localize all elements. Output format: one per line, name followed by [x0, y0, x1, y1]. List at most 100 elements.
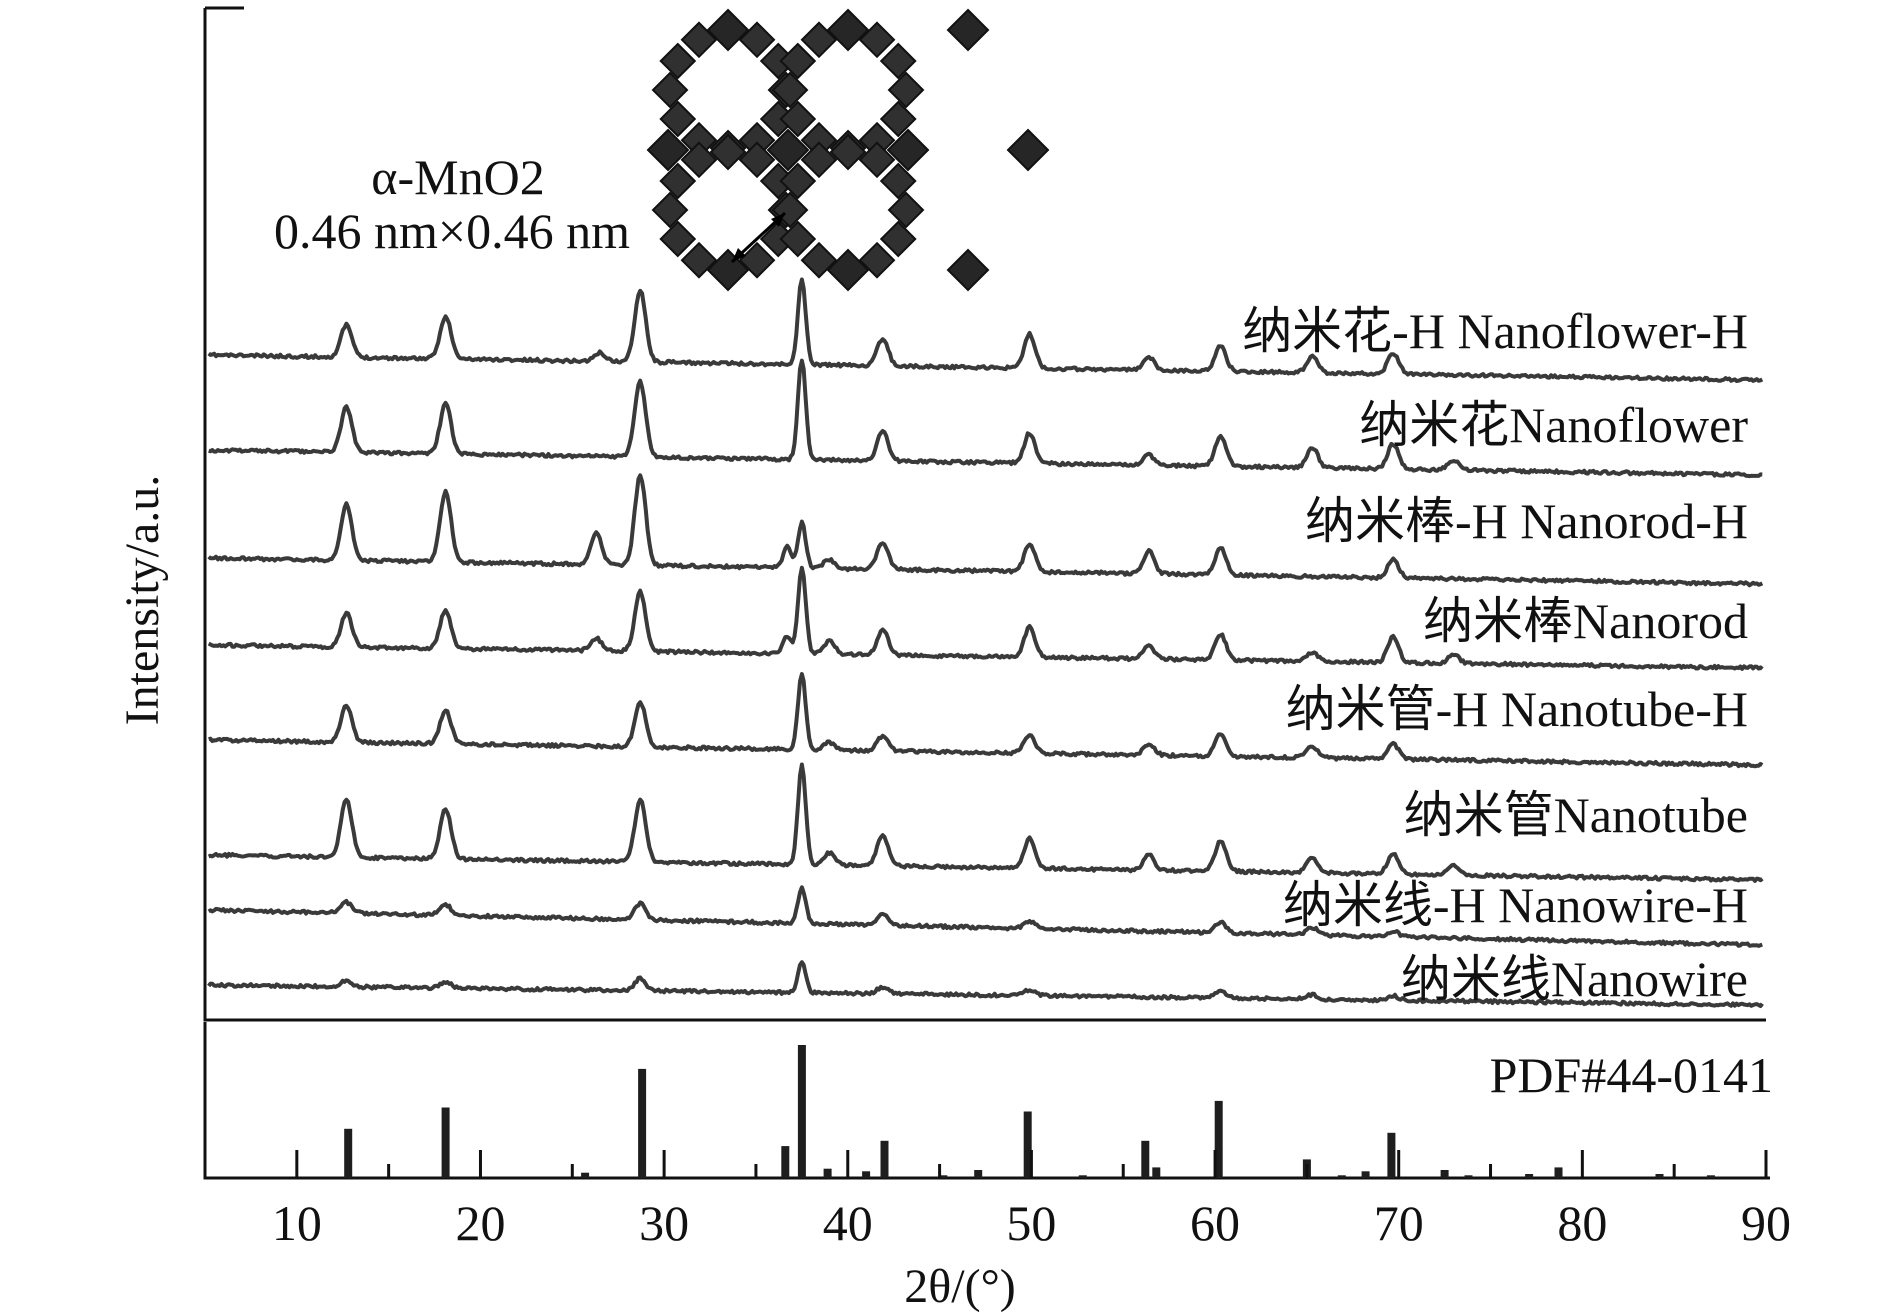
lattice-octahedron: [706, 248, 750, 292]
main-panel-frame: [203, 6, 1766, 1022]
reference-peak: [1361, 1171, 1370, 1178]
reference-peak: [939, 1175, 948, 1178]
y-axis-label: Intensity/a.u.: [116, 475, 169, 726]
xrd-trace-7: [207, 960, 1764, 1009]
reference-peak: [781, 1146, 790, 1178]
lattice-octahedron: [706, 8, 750, 52]
lattice-octahedron: [800, 21, 838, 59]
lattice-octahedron: [886, 128, 930, 172]
reference-peak: [1655, 1174, 1664, 1178]
reference-peak: [797, 1045, 806, 1178]
lattice-octahedron: [709, 133, 747, 171]
lattice-octahedron: [680, 21, 718, 59]
inset-structure: α-MnO2 0.46 nm×0.46 nm: [274, 8, 1050, 292]
x-tick-label: 30: [639, 1195, 689, 1251]
lattice-octahedron: [879, 162, 917, 200]
lattice-octahedron: [738, 241, 776, 279]
reference-peak: [974, 1170, 983, 1178]
lattice-octahedron: [680, 241, 718, 279]
x-tick-label: 10: [272, 1195, 322, 1251]
lattice-octahedron: [887, 191, 925, 229]
xrd-trace-6: [207, 885, 1763, 948]
reference-peak: [1214, 1100, 1223, 1178]
reference-peak: [1387, 1132, 1396, 1178]
lattice-octahedron: [1006, 128, 1050, 172]
lattice-octahedron: [771, 71, 809, 109]
xrd-trace-1: [208, 358, 1763, 479]
xrd-trace-5: [207, 762, 1764, 883]
reference-peaks: [344, 1045, 1715, 1178]
xrd-traces: [207, 277, 1764, 1009]
lattice-octahedron: [766, 128, 810, 172]
series-label-nanotube: 纳米管Nanotube: [1404, 787, 1748, 843]
x-tick-label: 60: [1190, 1195, 1240, 1251]
x-axis-ticks: [295, 1150, 1768, 1178]
lattice-octahedron: [887, 71, 925, 109]
reference-peak: [1440, 1170, 1449, 1178]
reference-peak: [1141, 1140, 1150, 1178]
reference-peak: [1525, 1174, 1534, 1178]
lattice-octahedron: [779, 100, 817, 138]
lattice-octahedron: [659, 42, 697, 80]
lattice-octahedron: [651, 71, 689, 109]
x-axis-label: 2θ/(°): [904, 1260, 1016, 1313]
lattice-octahedron: [659, 220, 697, 258]
series-label-nanoflower: 纳米花Nanoflower: [1359, 397, 1748, 453]
series-label-nanorod: 纳米棒Nanorod: [1423, 593, 1748, 649]
lattice-octahedron: [779, 162, 817, 200]
lattice-tunnel: [698, 60, 758, 120]
reference-peak: [638, 1068, 647, 1178]
lattice-octahedron: [879, 42, 917, 80]
lattice-octahedron: [946, 248, 990, 292]
lattice-octahedron: [829, 133, 867, 171]
series-label-nanotube-h: 纳米管-H Nanotube-H: [1286, 681, 1748, 737]
lattice-octahedron: [779, 42, 817, 80]
lattice-octahedron: [946, 8, 990, 52]
lattice-octahedron: [858, 21, 896, 59]
lattice-tunnel: [818, 180, 878, 240]
xrd-trace-2: [207, 473, 1764, 588]
reference-peak: [1464, 1175, 1473, 1178]
reference-label: PDF#44-0141: [1490, 1047, 1773, 1103]
lattice-octahedron: [738, 21, 776, 59]
inset-title: α-MnO2: [371, 149, 544, 205]
lattice-octahedron: [646, 128, 690, 172]
series-label-nanorod-h: 纳米棒-H Nanorod-H: [1305, 493, 1748, 549]
reference-peak: [1023, 1111, 1032, 1178]
lattice-octahedron: [659, 162, 697, 200]
alpha-mno2-lattice-icon: [646, 8, 1050, 292]
x-tick-label: 50: [1006, 1195, 1056, 1251]
lattice-octahedron: [800, 141, 838, 179]
series-label-nanowire-h: 纳米线-H Nanowire-H: [1283, 877, 1748, 933]
xrd-trace-4: [208, 672, 1764, 769]
xrd-trace-0: [207, 277, 1764, 383]
reference-peak: [862, 1171, 871, 1178]
reference-peak: [823, 1168, 832, 1178]
series-label-nanoflower-h: 纳米花-H Nanoflower-H: [1242, 303, 1748, 359]
tunnel-size-arrow-icon: [730, 211, 787, 264]
lattice-octahedron: [659, 100, 697, 138]
lattice-tunnel: [818, 60, 878, 120]
lattice-octahedron: [879, 220, 917, 258]
lattice-tunnel: [698, 180, 758, 240]
lattice-octahedron: [680, 141, 718, 179]
reference-peak: [1152, 1167, 1161, 1178]
x-tick-label: 40: [823, 1195, 873, 1251]
series-label-nanowire: 纳米线Nanowire: [1401, 951, 1748, 1007]
reference-peak: [1337, 1175, 1346, 1178]
reference-peak: [1706, 1175, 1715, 1178]
lattice-octahedron: [826, 8, 870, 52]
x-tick-label: 80: [1557, 1195, 1607, 1251]
reference-panel-frame: [203, 1022, 1770, 1180]
lattice-octahedron: [651, 191, 689, 229]
lattice-octahedron: [779, 220, 817, 258]
reference-peak: [1078, 1175, 1087, 1178]
lattice-octahedron: [738, 141, 776, 179]
x-tick-label: 90: [1741, 1195, 1791, 1251]
reference-peak: [344, 1128, 353, 1178]
lattice-octahedron: [800, 241, 838, 279]
lattice-octahedron: [879, 100, 917, 138]
reference-peak: [581, 1172, 590, 1178]
